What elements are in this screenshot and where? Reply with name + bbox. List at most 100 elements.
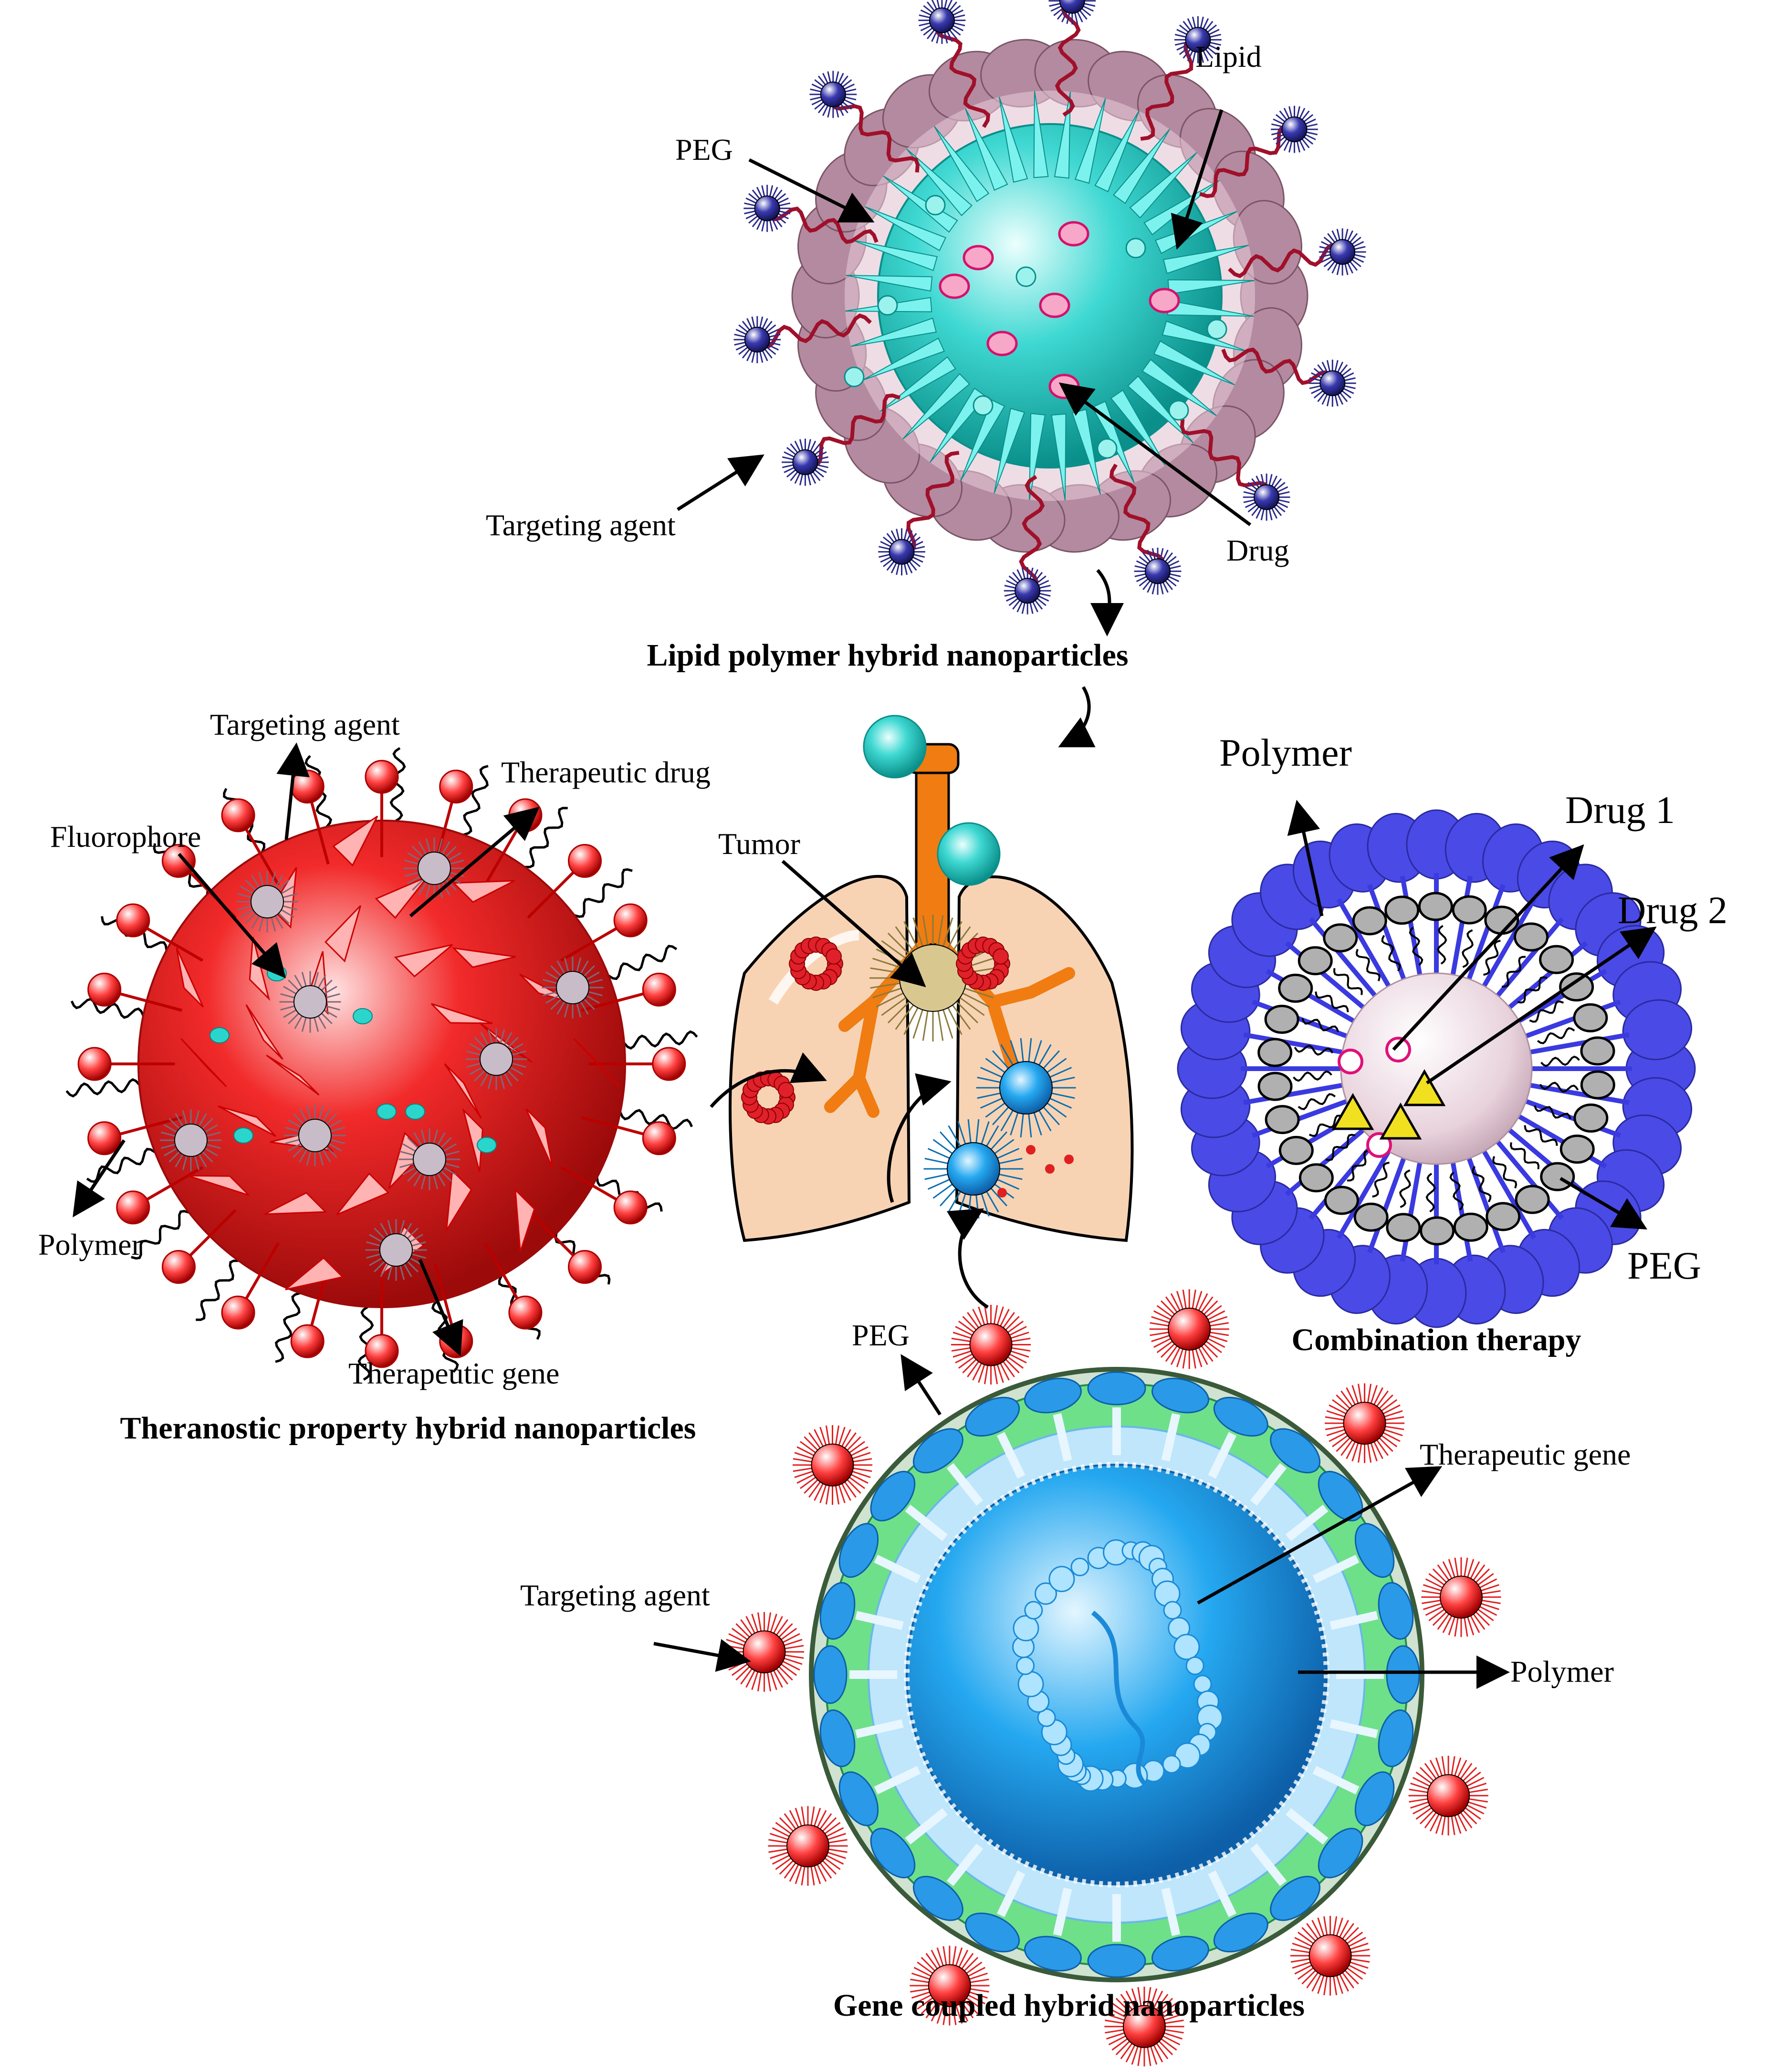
ligand-ray [324,1113,337,1126]
ligand-ray [879,546,891,550]
ligand-ray [1200,1343,1214,1362]
ligand-ray [1352,256,1364,263]
ligand-ray [1382,1428,1403,1437]
ligand-ray [1027,1038,1032,1064]
ligand-ray [1029,601,1034,614]
pegylated-lipid [819,1582,856,1640]
ligand-sphere-icon [792,449,818,475]
ligand-ray [240,908,255,918]
polymer-strand [996,1870,1026,1917]
ligand-ray [1243,491,1256,496]
core-border [904,1462,1329,1887]
peg-chain [1483,939,1501,976]
ligand-ray [847,1475,866,1489]
ligand-ray [1204,21,1214,31]
ligand-ray [1000,1044,1015,1068]
ligand-ray [1283,107,1290,120]
ligand-ray [469,1066,484,1075]
ligand-ray [957,1949,969,1969]
gene-bead [1070,1557,1089,1576]
pegylated-lipid [813,1645,848,1704]
ligand-ray [1206,46,1217,55]
ligand-ray [786,469,797,478]
ligand-ray [1306,1923,1320,1941]
ligand-ray [1045,1101,1067,1118]
ligand-ray [441,1143,457,1153]
lipid-bead [1097,438,1118,459]
ligand-ray [911,556,923,563]
peg-chain [1333,968,1363,995]
ligand-ray [903,529,908,541]
ligand-ray [1296,140,1301,153]
ligand-ray [752,217,761,228]
drug-cone [332,815,378,867]
ligand-ray [198,1113,207,1128]
ligand-sphere-icon [1319,370,1346,396]
ligand-ray [550,965,563,978]
ligand-ray [820,1817,837,1833]
ligand-ray [1159,2037,1177,2051]
polymer-strand [1250,1843,1287,1886]
ligand-ray [851,1458,872,1463]
ligand-ray [436,1171,446,1187]
ligand-ray [508,1043,523,1052]
ligand-ray [751,1614,759,1635]
ligand-ray [850,1470,871,1478]
ligand-ray [403,1262,412,1277]
polymer-strand [905,1504,948,1541]
ligand-ray [1149,2044,1158,2065]
ligand-ray [1200,1296,1214,1314]
ligand-ray [1437,1564,1451,1583]
ligand-ray [948,1,957,12]
ligand-ray [989,1186,1008,1207]
ligand-ray [407,875,422,885]
ligand-ray [992,1050,1011,1071]
ligand-ray [441,1166,457,1176]
ligand-ray [418,880,428,895]
ligand-ray [962,1316,978,1332]
ligand-ray [989,1131,1008,1152]
ligand-ray [757,1670,762,1692]
ligand-ray [274,914,283,929]
ligand-ray [582,997,595,1010]
ligand-ray [1268,508,1273,521]
ligand-ray [1183,21,1192,31]
ligand-ray [1279,110,1288,121]
ligand-ray [277,879,290,892]
lipid-head [1573,1104,1609,1133]
ligand-ray [1317,391,1326,402]
ligand-ray [1021,567,1026,580]
peg-chain [1293,1070,1332,1082]
ligand-ray [924,1173,951,1180]
lipid-head [1559,972,1594,1002]
ligand-ray [937,1007,944,1041]
ligand-ray [954,2003,963,2024]
ligand-ray [1032,1110,1042,1135]
ligand-ray [795,1864,803,1885]
ligand-ray [1379,1434,1398,1447]
ligand-ray [775,1822,793,1836]
ligand-ray [285,1138,301,1145]
lipid-head [1420,1216,1455,1246]
ligand-ray [1197,1345,1208,1365]
ligand-ray [404,871,420,877]
ligand-ray [1467,1798,1488,1803]
ligand-ray [777,1665,793,1681]
ligand-ray [1424,1810,1438,1829]
ligand-ray [816,1862,827,1882]
ligand-ray [819,1426,827,1447]
ligand-ray [1176,1291,1184,1312]
ligand-ray [1031,569,1038,581]
ligand-ray [837,1426,846,1447]
ligand-ray [203,1124,218,1134]
ligand-ray [1168,565,1181,570]
ligand-ray [448,859,464,865]
ligand-sphere-icon [1059,0,1085,14]
ligand-ray [1343,1968,1359,1985]
ligand-ray [499,1029,505,1045]
ligand-ray [164,1124,179,1134]
lipid-head [1264,1004,1299,1034]
peg-chain [1472,1166,1492,1203]
pegylated-lipid [1087,1371,1146,1406]
lipid-bead [1015,266,1036,287]
